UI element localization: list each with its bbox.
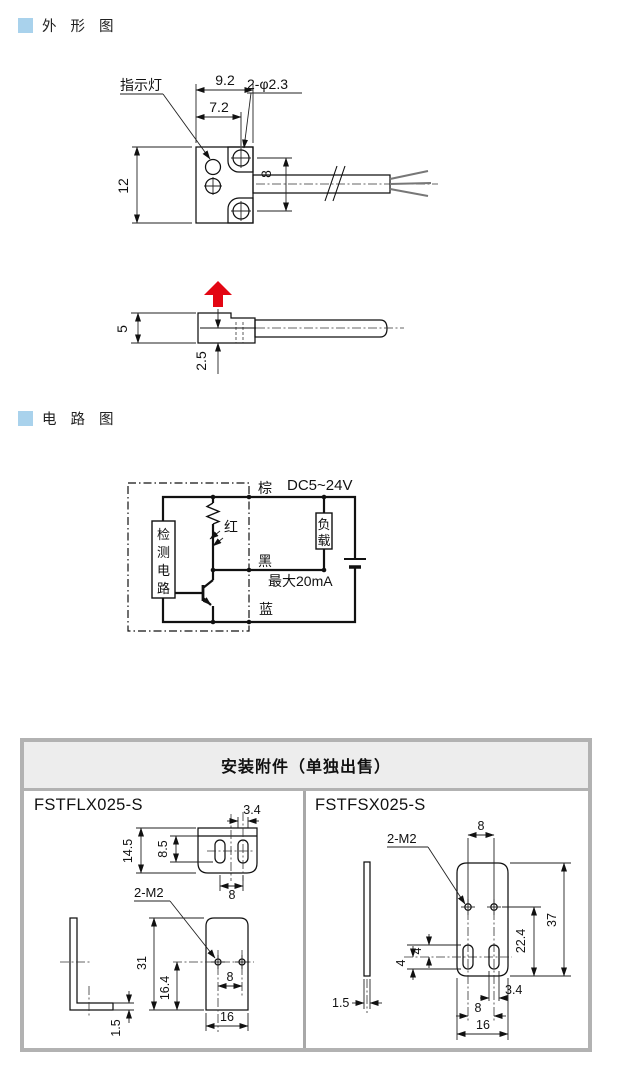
bracket-lx-drawing: 3.4 14.5 8.5 8 2-M2 1.5 xyxy=(60,803,261,1037)
sensor-body xyxy=(195,146,254,224)
dim-width-inner-label: 7.2 xyxy=(209,99,229,115)
dim-thickness-label: 1.5 xyxy=(109,1019,123,1036)
dim-flange-height-label: 14.5 xyxy=(121,839,135,863)
accessories-title: 安装附件（单独出售） xyxy=(24,742,588,791)
circuit-diagram: 负 载 检 测 电 路 棕 DC5~24V 黑 最大20mA 蓝 红 xyxy=(127,477,366,632)
indicator-label: 指示灯 xyxy=(120,77,162,93)
dim-side-height-label: 5 xyxy=(114,325,130,333)
dim-slot-span-label: 8 xyxy=(229,888,236,902)
led-red-label: 红 xyxy=(224,519,238,535)
detector-char: 测 xyxy=(157,545,170,560)
led-symbol xyxy=(209,530,221,540)
outline-side-view-drawing: 5 2.5 xyxy=(114,281,404,374)
section-header-circuit: 电 路 图 xyxy=(18,408,119,429)
dim-hole-to-bottom-label: 22.4 xyxy=(514,929,528,953)
dim-hole-span-label: 8 xyxy=(227,970,234,984)
load-char: 负 xyxy=(317,517,330,532)
dim-width-label: 9.2 xyxy=(215,72,235,88)
dim-width-label: 16 xyxy=(476,1018,490,1032)
hole-callout-label: 2-φ2.3 xyxy=(247,76,288,92)
wire-black-label: 黑 xyxy=(258,553,272,569)
column-divider xyxy=(303,791,306,1048)
dim-hole-span-label: 8 xyxy=(258,170,274,178)
dim-width-label: 16 xyxy=(220,1010,234,1024)
detector-char: 检 xyxy=(157,527,170,542)
section-marker-icon xyxy=(18,18,33,33)
sensor-body-side xyxy=(197,312,256,344)
dim-slot-a-label: 4 xyxy=(410,947,424,954)
detector-char: 路 xyxy=(157,581,170,596)
dim-slot-offset-label: 8.5 xyxy=(156,840,170,857)
dim-slot-b-label: 4 xyxy=(394,959,408,966)
dim-slot-width-label: 3.4 xyxy=(243,803,260,817)
wire-brown-label: 棕 xyxy=(258,480,272,496)
load-box xyxy=(315,512,333,550)
dim-height-label: 37 xyxy=(545,913,559,927)
model-name-right: FSTFSX025-S xyxy=(315,796,426,814)
model-name-left: FSTFLX025-S xyxy=(34,796,143,814)
detector-circuit-box xyxy=(151,520,176,599)
dim-slot-span-label: 8 xyxy=(475,1001,482,1015)
dim-slot-width-label: 3.4 xyxy=(505,983,522,997)
load-char: 载 xyxy=(317,533,330,548)
dim-thickness-label: 1.5 xyxy=(332,996,349,1010)
bracket-sx-drawing: 1.5 8 2-M2 37 22.4 xyxy=(332,819,571,1040)
resistor-symbol xyxy=(205,502,221,525)
dim-height-label: 31 xyxy=(135,956,149,970)
section-header-outline: 外 形 图 xyxy=(18,15,119,36)
wire-blue-label: 蓝 xyxy=(259,601,273,617)
dim-center-label: 2.5 xyxy=(193,351,209,371)
dim-height-label: 12 xyxy=(115,178,131,194)
dim-hole-height-label: 16.4 xyxy=(158,976,172,1000)
dim-hole-span-top-label: 8 xyxy=(478,819,485,833)
max-current-label: 最大20mA xyxy=(268,573,333,589)
section-title: 电 路 图 xyxy=(42,412,119,428)
indicator-led xyxy=(204,158,222,176)
supply-voltage-label: DC5~24V xyxy=(287,477,352,494)
section-title: 外 形 图 xyxy=(42,19,119,35)
section-marker-icon xyxy=(18,411,33,426)
sensing-direction-arrow-icon xyxy=(204,281,232,307)
accessories-table: 安装附件（单独出售） xyxy=(20,738,592,1052)
outline-top-view-drawing: 9.2 7.2 指示灯 2-φ2.3 12 xyxy=(115,72,438,224)
detector-char: 电 xyxy=(157,563,170,578)
sensor-boundary-box xyxy=(127,482,250,632)
thread-callout-label: 2-M2 xyxy=(134,885,164,900)
thread-callout-label: 2-M2 xyxy=(387,831,417,846)
